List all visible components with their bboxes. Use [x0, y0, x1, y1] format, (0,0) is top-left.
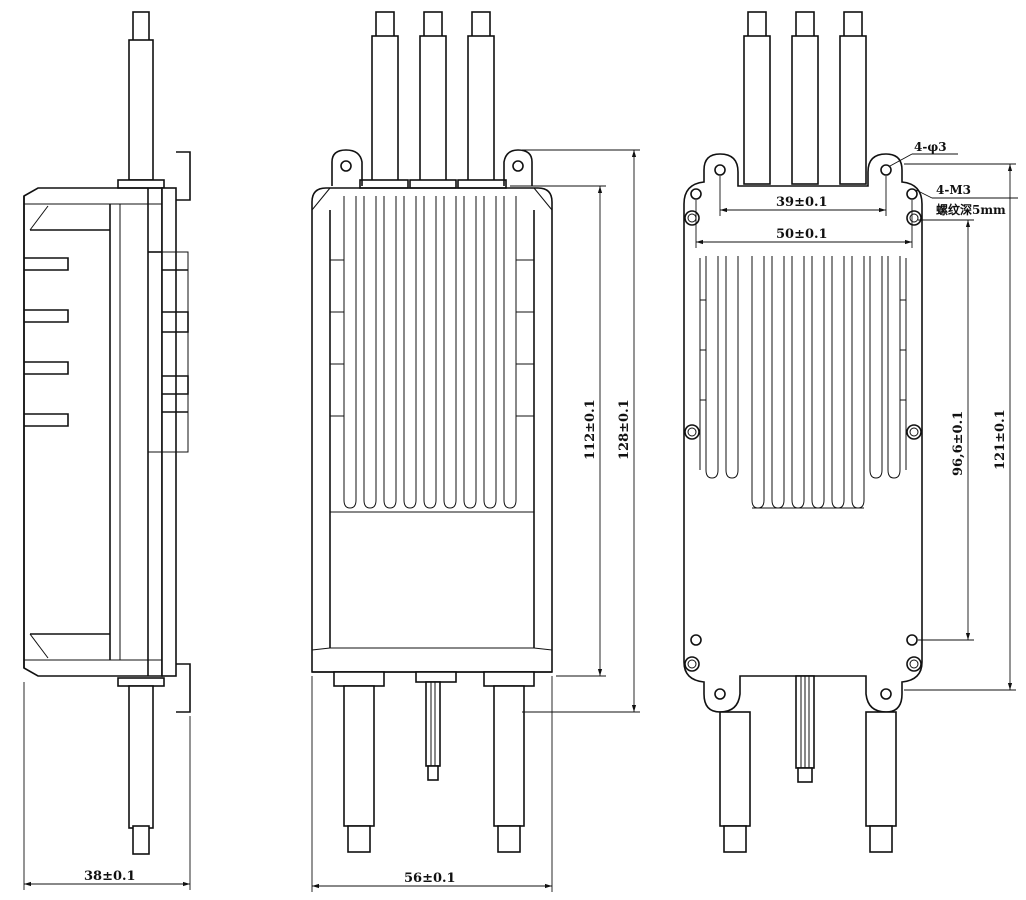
back-outer-hole-label: 39±0.1 [776, 195, 828, 210]
side-cable-top [117, 11, 165, 189]
back-outer-hole-dimension: 39±0.1 [719, 176, 887, 216]
back-total-height-dimension: 121±0.1 [904, 163, 1016, 691]
thread-hole-callout: 4-M3 螺纹深5mm [915, 183, 1018, 217]
front-total-height-label: 128±0.1 [617, 399, 632, 460]
side-housing [23, 187, 163, 677]
back-view: 39±0.1 50±0.1 4-φ3 4-M3 螺纹深5mm 96,6±0.1 [683, 11, 1018, 853]
back-thread-hole [690, 188, 702, 200]
back-mount-hole [714, 164, 726, 176]
back-thread-hole [690, 634, 702, 646]
back-hole-vertical-dimension: 96,6±0.1 [918, 219, 974, 641]
front-view: 56±0.1 112±0.1 128±0.1 [311, 11, 640, 892]
front-cables-bottom [333, 671, 535, 853]
back-inner-hole-label: 50±0.1 [776, 227, 828, 242]
back-inner-hole-dimension: 50±0.1 [695, 200, 913, 248]
side-cable-bottom [117, 677, 165, 855]
thread-depth-label: 螺纹深5mm [936, 202, 1006, 217]
front-housing [311, 187, 553, 673]
side-flange [147, 151, 191, 713]
side-width-label: 38±0.1 [84, 869, 136, 884]
back-mount-hole [714, 688, 726, 700]
back-total-height-label: 121±0.1 [993, 409, 1008, 470]
mount-hole-callout-label: 4-φ3 [914, 140, 947, 154]
back-cables-bottom [719, 675, 897, 853]
back-hole-vertical-label: 96,6±0.1 [951, 411, 966, 476]
front-mount-lugs [331, 149, 533, 186]
back-thread-hole [906, 188, 918, 200]
mount-hole-callout: 4-φ3 [889, 140, 958, 167]
back-plate [683, 153, 923, 713]
front-body-height-label: 112±0.1 [583, 399, 598, 460]
thread-hole-callout-label: 4-M3 [936, 183, 971, 197]
back-thread-hole [906, 634, 918, 646]
front-body-height-dimension: 112±0.1 [510, 185, 606, 677]
back-mount-hole [880, 688, 892, 700]
side-width-dimension: 38±0.1 [23, 682, 191, 890]
front-cables-top [359, 11, 507, 189]
side-view: 38±0.1 [23, 11, 191, 890]
back-cables-top [743, 11, 867, 185]
front-width-label: 56±0.1 [404, 871, 456, 886]
front-total-height-dimension: 128±0.1 [522, 149, 640, 713]
back-mount-hole [880, 164, 892, 176]
